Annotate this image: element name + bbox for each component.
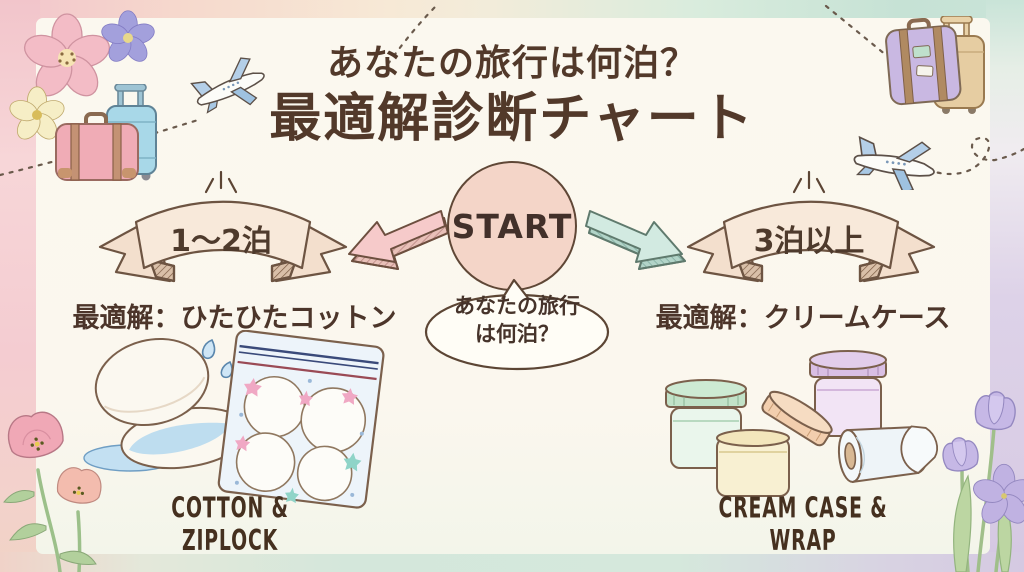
ziplock-bag-icon	[217, 330, 385, 509]
cream-jars-icon	[665, 350, 938, 497]
sparkle-icon	[792, 170, 826, 194]
pink-suitcase-icon	[55, 112, 139, 181]
start-node: START	[447, 161, 577, 291]
left-condition-label: 1〜2泊	[170, 224, 272, 259]
frame-top	[0, 0, 1024, 22]
yellow-flower-icon	[8, 86, 66, 144]
arrow-right-icon	[585, 210, 686, 270]
right-result-label: 最適解：クリームケース	[655, 303, 951, 334]
frame-bottom	[0, 552, 1024, 572]
ribbon-banner-left	[98, 200, 348, 283]
poppy-flowers-icon	[3, 411, 102, 572]
purple-flower-icon	[100, 10, 156, 66]
question-bubble	[424, 278, 610, 371]
purple-suitcase-icon	[885, 18, 962, 106]
arrow-left-icon	[348, 210, 449, 270]
right-caption: CREAM CASE & WRAP	[718, 492, 888, 558]
sparkle-icon	[204, 170, 238, 194]
cherry-blossom-icon	[22, 13, 112, 102]
question-line2: は何泊？	[475, 322, 559, 347]
ribbon-banner-right	[686, 200, 936, 283]
page-title: 最適解診断チャート	[269, 89, 755, 149]
tulip-flowers-icon	[942, 391, 1024, 572]
cotton-pads-icon	[83, 337, 250, 472]
page-subtitle: あなたの旅行は何泊？	[326, 43, 697, 84]
wrap-roll-icon	[837, 425, 938, 483]
question-text: あなたの旅行 は何泊？	[424, 292, 610, 349]
question-line1: あなたの旅行	[454, 294, 580, 318]
right-condition-label: 3泊以上	[753, 224, 865, 259]
left-result-label: 最適解：ひたひたコットン	[72, 303, 397, 334]
left-caption: COTTON & ZIPLOCK	[171, 492, 289, 558]
